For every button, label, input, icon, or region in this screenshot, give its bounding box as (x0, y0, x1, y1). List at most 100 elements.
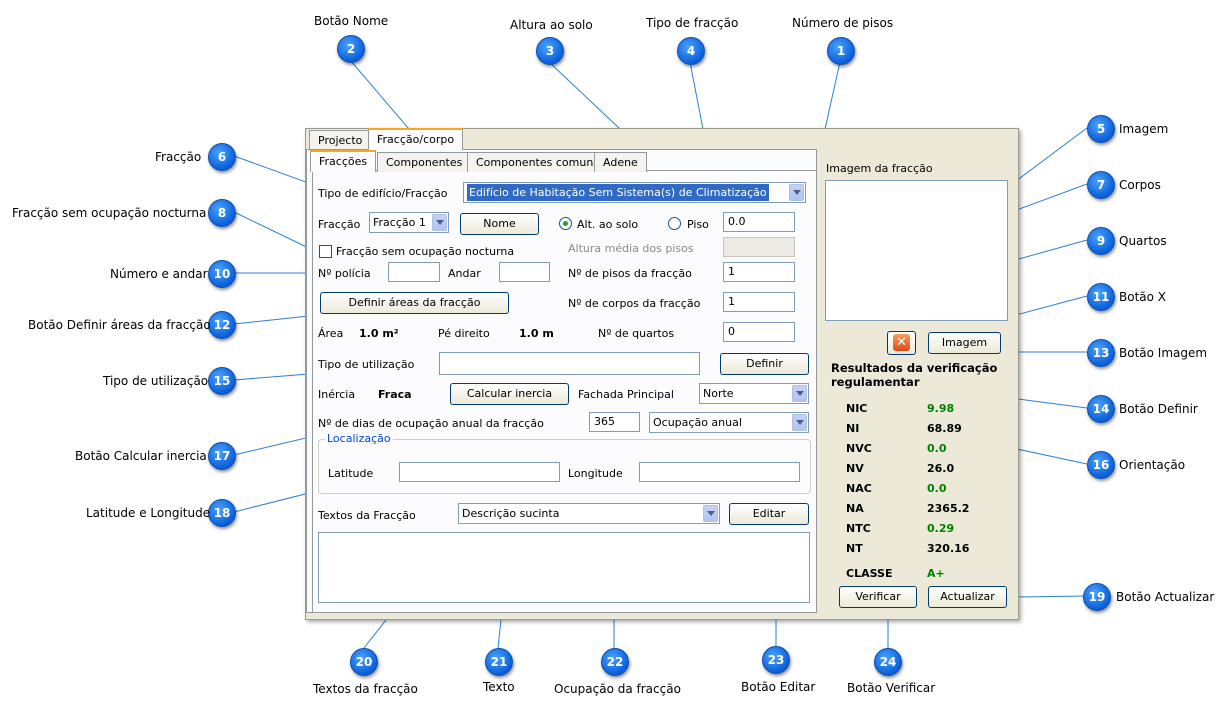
tab-componentes-comuns[interactable]: Componentes comuns (467, 152, 609, 172)
police-no-label: Nº polícia (318, 267, 371, 280)
callout-badge-15: 15 (208, 367, 236, 395)
callout-badge-16: 16 (1087, 451, 1115, 479)
callout-badge-23: 23 (762, 646, 790, 674)
height-input[interactable]: 0.0 (723, 212, 795, 232)
tab-fraccao-corpo[interactable]: Fracção/corpo (368, 128, 464, 150)
callout-label-3: Altura ao solo (510, 18, 593, 32)
facade-value: Norte (703, 387, 734, 400)
result-label: NV (846, 462, 864, 475)
result-label: NI (846, 422, 860, 435)
area-label: Área (318, 327, 344, 340)
tab-projecto[interactable]: Projecto (309, 130, 372, 150)
num-bodies-label: Nº de corpos da fracção (568, 297, 701, 310)
callout-label-22: Ocupação da fracção (554, 682, 681, 696)
result-label: NAC (846, 482, 872, 495)
verify-button[interactable]: Verificar (839, 586, 917, 608)
callout-label-8: Fracção sem ocupação nocturna (12, 206, 207, 220)
image-label: Imagem da fracção (826, 162, 933, 175)
result-value: 68.89 (927, 422, 962, 435)
callout-label-13: Botão Imagem (1119, 346, 1208, 360)
image-box (825, 180, 1008, 321)
police-no-input[interactable] (388, 262, 440, 282)
chevron-down-icon (789, 184, 804, 201)
define-areas-button[interactable]: Definir áreas da fracção (320, 292, 509, 314)
chevron-down-icon (703, 505, 718, 522)
result-value: 0.0 (927, 442, 947, 455)
num-rooms-input[interactable]: 0 (723, 322, 795, 342)
location-group (318, 439, 811, 494)
num-rooms-label: Nº de quartos (598, 327, 675, 340)
result-label: NVC (846, 442, 872, 455)
callout-label-16: Orientação (1119, 458, 1186, 472)
callout-label-21: Texto (483, 680, 515, 694)
floor-label: Andar (448, 267, 481, 280)
tab-adene[interactable]: Adene (594, 152, 647, 172)
name-button[interactable]: Nome (460, 213, 539, 235)
num-floors-input[interactable]: 1 (723, 262, 795, 282)
inertia-value: Fraca (378, 388, 412, 401)
callout-label-2: Botão Nome (314, 14, 389, 28)
define-button[interactable]: Definir (720, 353, 809, 375)
callout-label-4: Tipo de fracção (646, 16, 739, 30)
latitude-input[interactable] (399, 462, 560, 482)
class-value: A+ (927, 567, 945, 580)
image-button[interactable]: Imagem (928, 332, 1001, 354)
occupancy-type-value: Ocupação anual (653, 416, 742, 429)
callout-label-7: Corpos (1119, 178, 1161, 192)
result-value: 2365.2 (927, 502, 970, 515)
num-floors-label: Nº de pisos da fracção (568, 267, 692, 280)
height-radio[interactable] (559, 217, 572, 230)
num-bodies-input[interactable]: 1 (723, 292, 795, 312)
occupancy-type-select[interactable]: Ocupação anual (649, 412, 809, 433)
callout-badge-11: 11 (1087, 283, 1115, 311)
callout-label-5: Imagem (1119, 122, 1169, 136)
result-value: 0.29 (927, 522, 955, 535)
fraction-label: Fracção (318, 218, 361, 231)
result-value: 9.98 (927, 402, 955, 415)
floor-input[interactable] (499, 262, 550, 282)
fraction-select[interactable]: Fracção 1 (369, 212, 449, 233)
no-night-checkbox[interactable] (319, 245, 332, 258)
location-group-title: Localização (325, 432, 393, 445)
chevron-down-icon (792, 385, 807, 402)
text-area[interactable] (318, 532, 810, 603)
building-type-select[interactable]: Edifício de Habitação Sem Sistema(s) de … (463, 182, 806, 203)
facade-label: Fachada Principal (578, 388, 674, 401)
callout-badge-9: 9 (1087, 227, 1115, 255)
texts-select[interactable]: Descrição sucinta (458, 503, 720, 524)
longitude-input[interactable] (639, 462, 800, 482)
class-label: CLASSE (846, 567, 893, 580)
result-label: NIC (846, 402, 868, 415)
avg-height-label: Altura média dos pisos (568, 242, 694, 255)
longitude-label: Longitude (568, 467, 623, 480)
update-button[interactable]: Actualizar (928, 586, 1007, 608)
calc-inertia-button[interactable]: Calcular inercia (450, 383, 569, 405)
result-value: 0.0 (927, 482, 947, 495)
occupancy-days-label: Nº de dias de ocupação anual da fracção (318, 417, 544, 430)
close-icon: ✕ (893, 334, 910, 351)
result-label: NTC (846, 522, 871, 535)
callout-badge-5: 5 (1087, 115, 1115, 143)
remove-image-button[interactable]: ✕ (887, 331, 916, 355)
callout-label-10: Número e andar (110, 267, 208, 281)
ceiling-value: 1.0 m (519, 327, 554, 340)
use-type-input[interactable] (439, 352, 700, 375)
building-type-label: Tipo de edifício/Fracção (318, 187, 448, 200)
callout-label-17: Botão Calcular inercia (75, 449, 207, 463)
callout-badge-14: 14 (1087, 395, 1115, 423)
results-title: Resultados da verificação regulamentar (831, 361, 998, 389)
floor-radio[interactable] (668, 217, 681, 230)
callout-label-14: Botão Definir (1119, 402, 1198, 416)
edit-button[interactable]: Editar (729, 503, 809, 525)
callout-badge-6: 6 (208, 143, 236, 171)
tab-componentes[interactable]: Componentes (377, 152, 472, 172)
tab-fraccoes[interactable]: Fracções (310, 150, 377, 172)
callout-badge-19: 19 (1083, 583, 1111, 611)
occupancy-days-input[interactable]: 365 (589, 412, 640, 432)
fraction-value: Fracção 1 (373, 216, 426, 229)
inertia-label: Inércia (318, 388, 356, 401)
use-type-label: Tipo de utilização (318, 358, 415, 371)
facade-select[interactable]: Norte (699, 383, 809, 404)
callout-badge-21: 21 (485, 648, 513, 676)
result-label: NT (846, 542, 863, 555)
